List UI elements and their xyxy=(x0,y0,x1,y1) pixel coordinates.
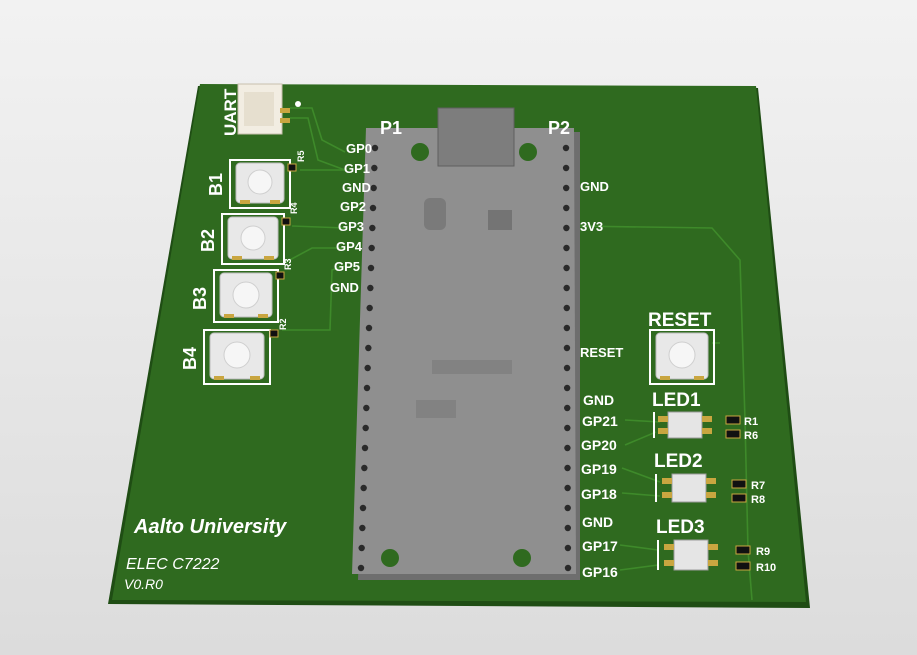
left-pin-gnd: GND xyxy=(342,180,371,195)
r6-label: R6 xyxy=(744,430,758,442)
left-pin-hole xyxy=(359,504,367,512)
left-pin-hole xyxy=(363,404,370,412)
led1-label: LED1 xyxy=(652,390,701,411)
button-b3 xyxy=(213,269,285,323)
left-pin-hole xyxy=(367,284,374,292)
right-pin-hole xyxy=(563,284,570,292)
left-pin-gnd-2: GND xyxy=(330,280,359,295)
left-pin-hole xyxy=(371,164,378,172)
left-pin-gp2: GP2 xyxy=(340,199,366,214)
right-pin-hole xyxy=(563,304,570,312)
left-pin-hole xyxy=(365,324,373,332)
r9-label: R9 xyxy=(756,546,770,558)
right-pin-gp19: GP19 xyxy=(581,461,617,477)
led2 xyxy=(655,473,747,503)
button-b2 xyxy=(221,213,291,265)
r8-label: R8 xyxy=(751,494,765,506)
right-pin-hole xyxy=(563,204,570,212)
right-pin-gp21: GP21 xyxy=(582,413,618,429)
button-b1 xyxy=(229,159,297,209)
left-pin-hole xyxy=(362,424,369,432)
r4-label: R4 xyxy=(289,202,299,214)
right-pin-hole xyxy=(564,564,572,572)
button-b4 xyxy=(203,329,279,385)
button-b2-label: B2 xyxy=(198,229,218,252)
left-pin-hole xyxy=(364,364,371,372)
right-pin-hole xyxy=(564,444,571,452)
p1-header-label: P1 xyxy=(380,118,402,138)
left-pin-gp1: GP1 xyxy=(344,161,370,176)
r10-label: R10 xyxy=(756,562,776,574)
r7-label: R7 xyxy=(751,480,765,492)
left-pin-gp5: GP5 xyxy=(334,259,360,274)
left-pin-hole xyxy=(371,144,379,152)
uart-connector xyxy=(237,83,301,135)
right-pin-reset: RESET xyxy=(580,345,623,360)
button-b1-label: B1 xyxy=(206,173,226,196)
pico-module xyxy=(352,107,580,580)
left-pin-hole xyxy=(365,344,372,352)
left-pin-hole xyxy=(369,224,376,232)
button-b3-label: B3 xyxy=(190,287,210,310)
right-pin-hole xyxy=(562,164,570,172)
right-pin-hole xyxy=(564,504,571,512)
left-pin-hole xyxy=(361,464,368,472)
right-pin-hole xyxy=(564,524,572,532)
left-pin-gp4: GP4 xyxy=(336,239,363,254)
left-pin-hole xyxy=(367,264,375,272)
right-pin-3v3: 3V3 xyxy=(580,219,603,234)
p2-header-label: P2 xyxy=(548,118,570,138)
right-pin-hole xyxy=(564,464,571,472)
version-text: V0.R0 xyxy=(124,576,163,592)
right-pin-gnd-2: GND xyxy=(583,392,614,408)
right-pin-hole xyxy=(563,344,571,352)
left-pin-hole xyxy=(359,524,366,532)
button-b4-label: B4 xyxy=(180,347,200,370)
left-pin-gp3: GP3 xyxy=(338,219,364,234)
right-pin-gp20: GP20 xyxy=(581,437,617,453)
right-pin-hole xyxy=(563,324,571,332)
left-pin-hole xyxy=(369,204,377,212)
right-pin-hole xyxy=(563,364,571,372)
right-pin-gnd: GND xyxy=(580,179,609,194)
right-pin-hole xyxy=(564,404,571,412)
led2-label: LED2 xyxy=(654,451,703,472)
right-pin-gp18: GP18 xyxy=(581,486,617,502)
right-pin-gnd-3: GND xyxy=(582,514,613,530)
uart-label: UART xyxy=(221,88,240,136)
r3-label: R3 xyxy=(283,258,293,270)
university-text: Aalto University xyxy=(133,516,287,538)
right-pin-gp16: GP16 xyxy=(582,564,618,580)
left-pin-hole xyxy=(358,544,365,552)
right-pin-hole xyxy=(564,484,571,492)
reset-label: RESET xyxy=(648,310,712,331)
right-pin-gp17: GP17 xyxy=(582,538,618,554)
led3 xyxy=(657,539,751,571)
left-pin-hole xyxy=(368,244,375,252)
right-pin-hole xyxy=(563,264,570,272)
r1-label: R1 xyxy=(744,416,758,428)
right-pin-hole xyxy=(562,144,570,152)
right-pin-hole xyxy=(564,544,572,552)
right-pin-hole xyxy=(564,424,571,432)
left-pin-hole xyxy=(360,484,367,492)
module-pins xyxy=(357,144,572,572)
left-pin-hole xyxy=(363,384,371,392)
right-pin-hole xyxy=(563,224,570,232)
course-code-text: ELEC C7222 xyxy=(126,556,219,573)
reset-button xyxy=(649,329,715,385)
left-pin-hole xyxy=(366,304,373,312)
right-pin-hole xyxy=(563,244,570,252)
led1 xyxy=(653,411,741,439)
r5-label: R5 xyxy=(296,150,306,162)
left-pin-gp0: GP0 xyxy=(346,141,372,156)
left-pin-hole xyxy=(370,184,377,192)
left-pin-hole xyxy=(361,444,369,452)
led3-label: LED3 xyxy=(656,517,705,538)
right-pin-hole xyxy=(563,384,571,392)
left-pin-hole xyxy=(357,564,365,572)
right-pin-hole xyxy=(562,184,570,192)
r2-label: R2 xyxy=(278,318,288,330)
